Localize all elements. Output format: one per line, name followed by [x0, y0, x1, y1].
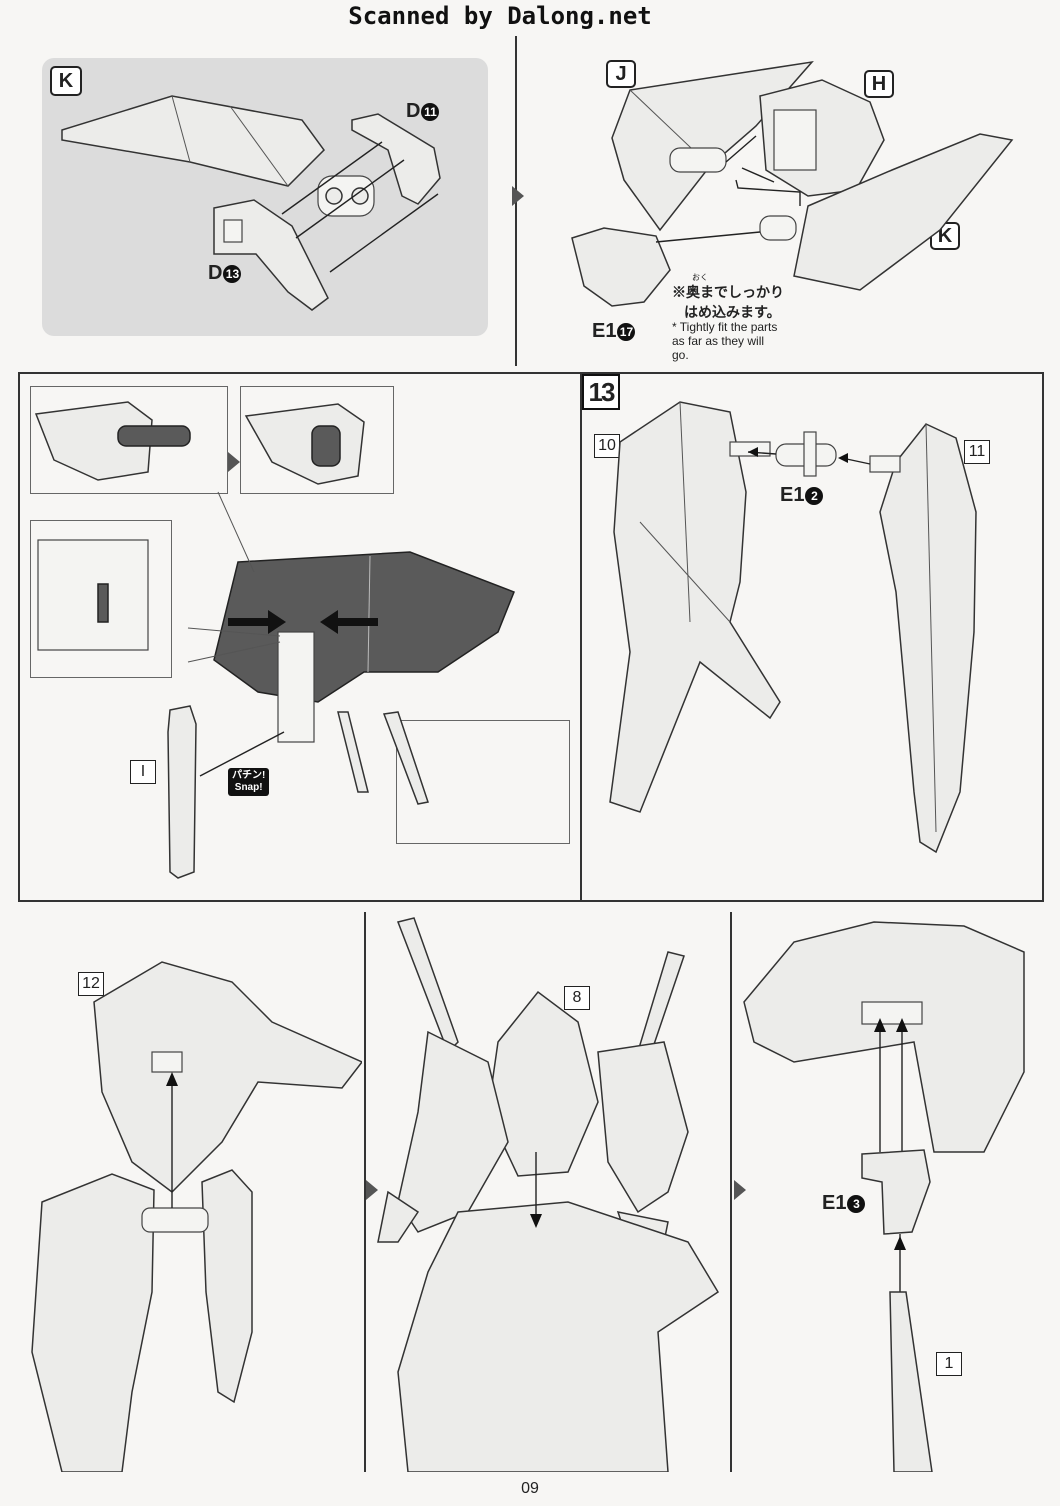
- part-label-j: J: [606, 60, 636, 88]
- part-label-8: 8: [564, 986, 590, 1010]
- part-label-11: 11: [964, 440, 990, 464]
- step-arrow-bottom-1: [366, 1180, 378, 1200]
- inset-detail: [30, 520, 172, 678]
- bottom-divider-2: [730, 912, 732, 1472]
- note-jp-line1: ※奥までしっかり: [672, 284, 784, 300]
- snap-en: Snap!: [234, 782, 263, 793]
- inset-after: [240, 386, 394, 494]
- bottom-divider-1: [364, 912, 366, 1472]
- ruby-oku: おく: [692, 273, 708, 282]
- scan-watermark: Scanned by Dalong.net: [348, 2, 652, 30]
- inset-bottom-right: [396, 720, 570, 844]
- part-label-h: H: [864, 70, 894, 98]
- part-label-k: K: [50, 66, 82, 96]
- k-assembly-drawing: [61, 95, 441, 311]
- assembly-note-jp: おく ※奥までしっかり はめ込みます。: [672, 274, 784, 322]
- snap-badge: パチン! Snap!: [228, 768, 270, 796]
- bottom-band-top-border: [18, 900, 1040, 902]
- assembly-note-en: * Tightly fit the parts as far as they w…: [672, 320, 778, 362]
- part-label-12: 12: [78, 972, 104, 996]
- inset-before: [30, 386, 228, 494]
- step-arrow-inset: [228, 452, 240, 472]
- note-jp-line2: はめ込みます。: [684, 304, 781, 320]
- mid-left-drawing: [34, 401, 515, 879]
- bottom-middle-drawing: [377, 917, 720, 1472]
- page-number: 09: [521, 1480, 539, 1497]
- bottom-left-drawing: [31, 961, 362, 1472]
- part-label-1: 1: [936, 1352, 962, 1376]
- step-arrow-bottom-2: [734, 1180, 746, 1200]
- snap-jp: パチン!: [232, 770, 266, 781]
- part-label-i: I: [130, 760, 156, 784]
- mid-right-drawing: [609, 401, 977, 854]
- step-arrow-top: [512, 186, 524, 206]
- jhk-assembly-drawing: [571, 60, 1014, 307]
- bottom-right-drawing: [743, 921, 1025, 1472]
- step-number-13: 13: [582, 374, 620, 410]
